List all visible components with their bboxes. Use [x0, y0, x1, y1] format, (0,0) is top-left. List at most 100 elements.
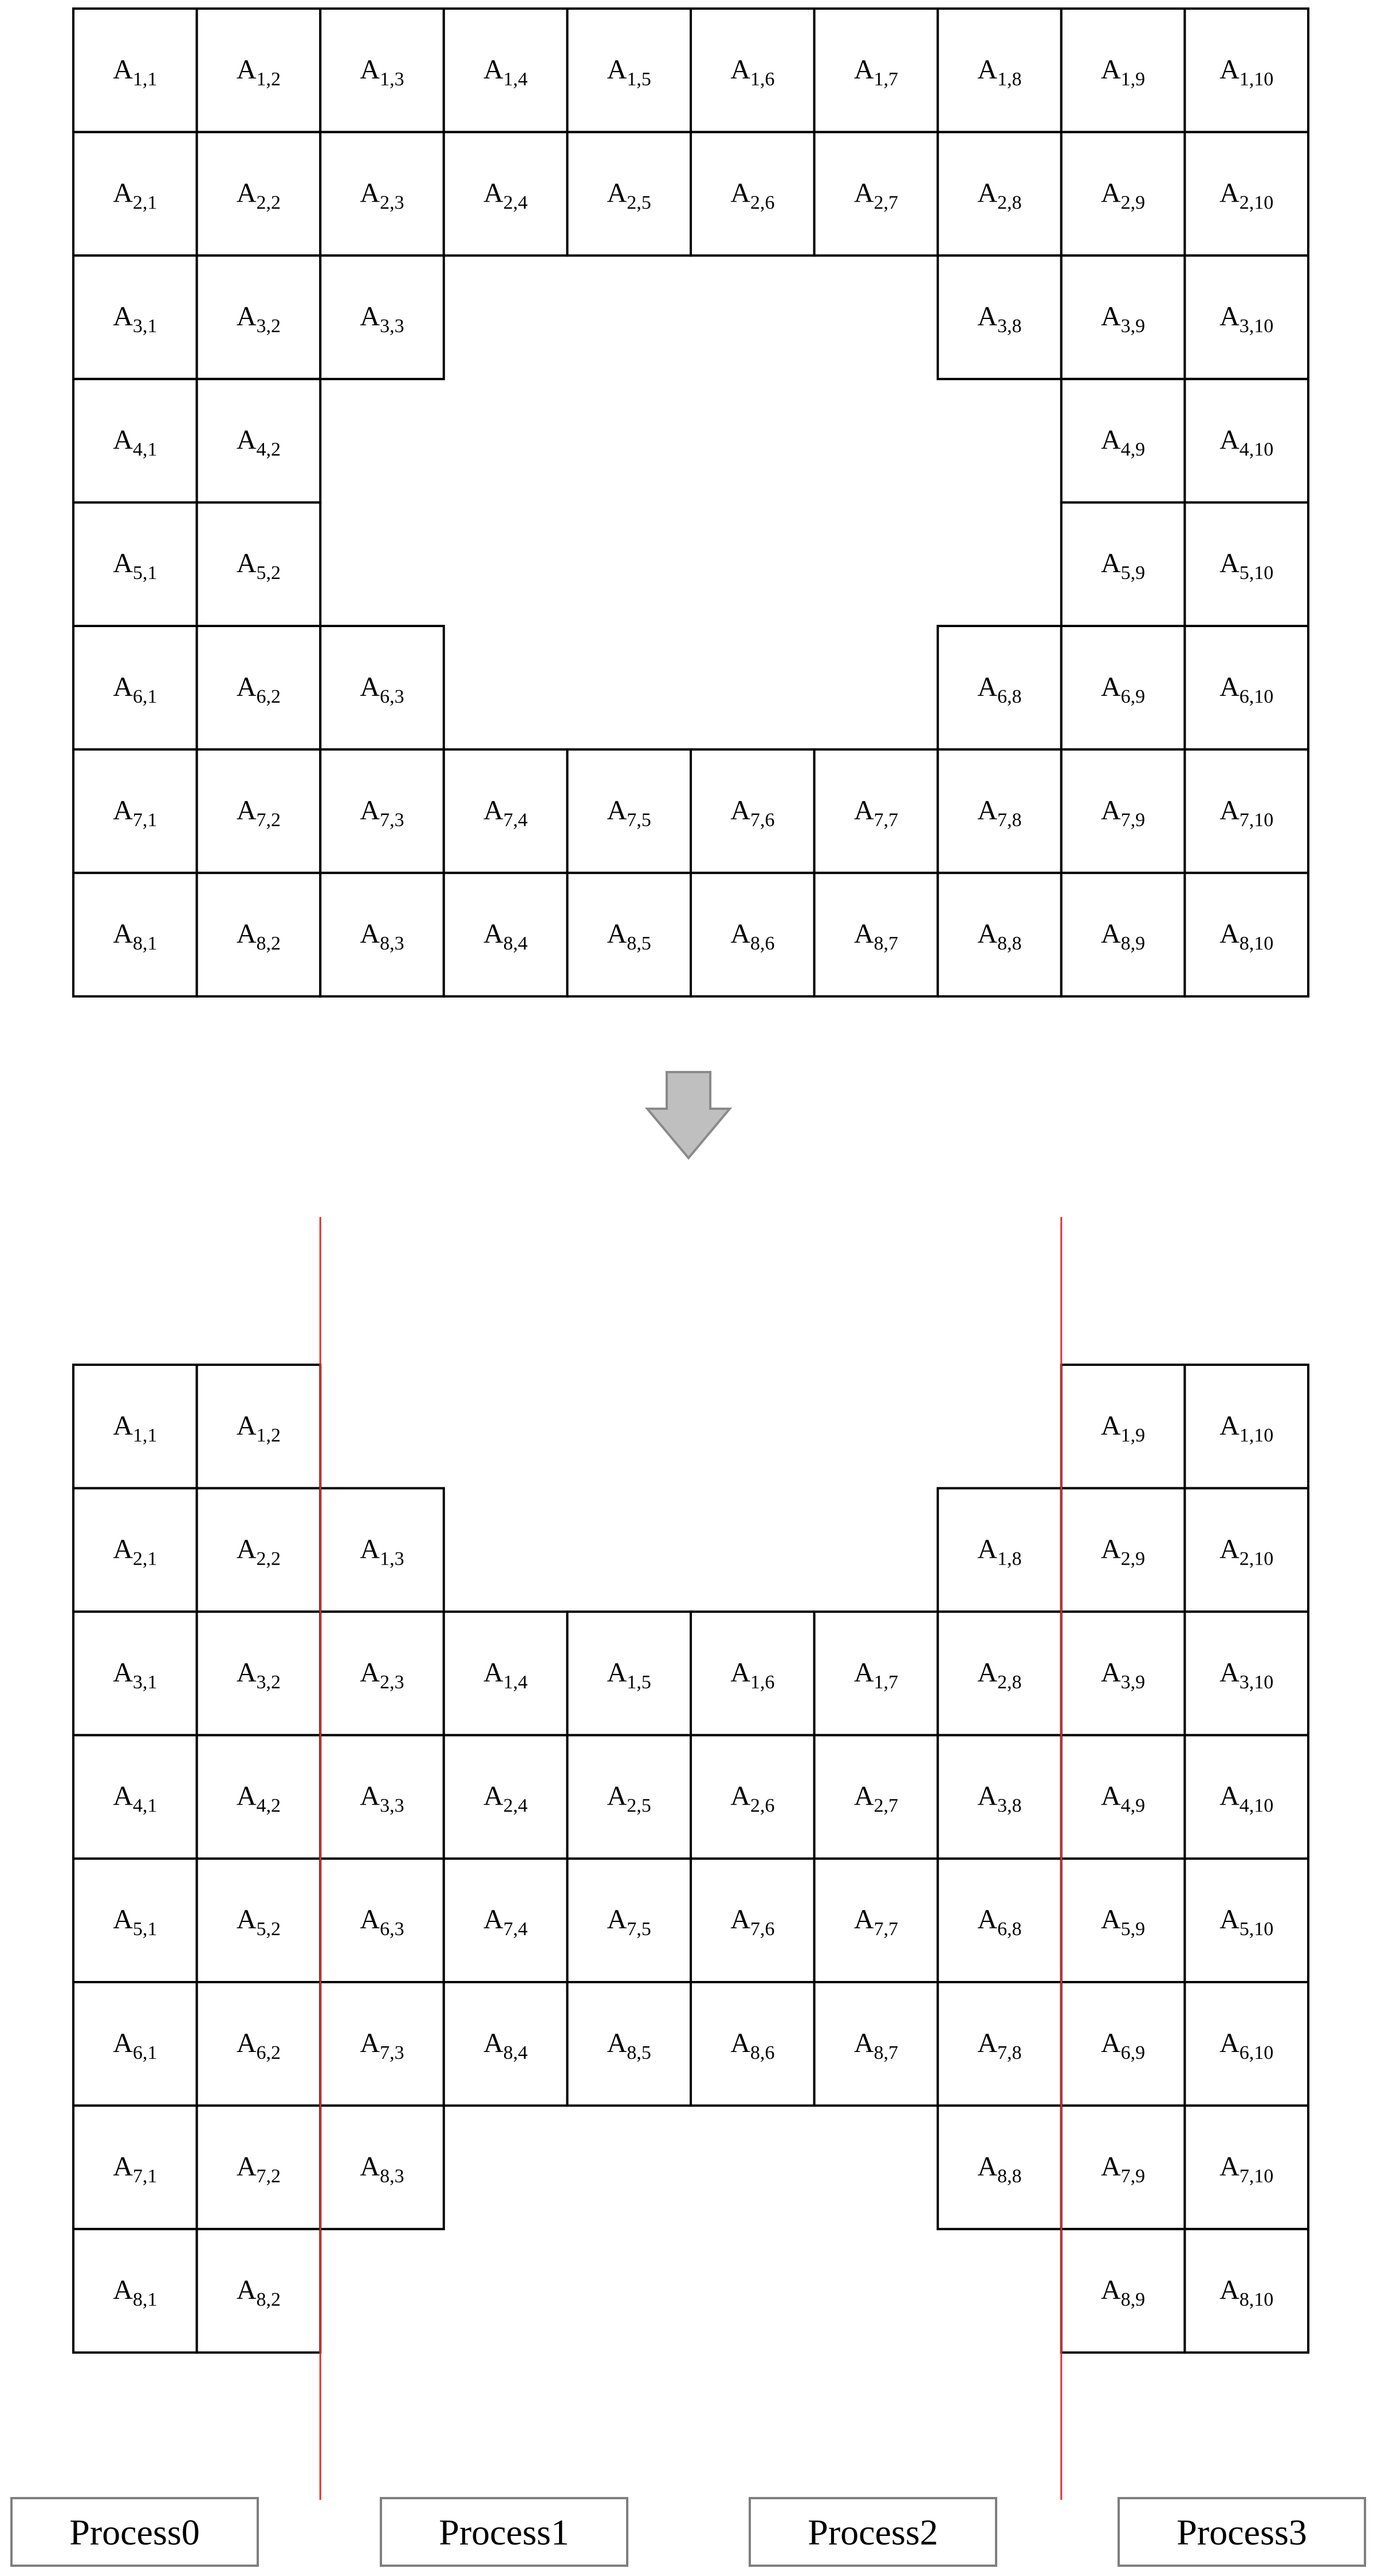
cell-prefix: A: [1219, 919, 1240, 949]
cell-prefix: A: [977, 672, 997, 702]
cell-prefix: A: [483, 1657, 503, 1688]
cell-prefix: A: [360, 301, 380, 332]
matrix-cell-label: A6,9: [1101, 2028, 1145, 2063]
cell-prefix: A: [113, 2151, 133, 2181]
matrix-cell-label: A6,1: [113, 2028, 157, 2063]
matrix-cell-label: A8,4: [483, 2028, 528, 2063]
matrix-cell: A5,2: [195, 501, 322, 628]
matrix-cell-border: [566, 872, 693, 998]
matrix-cell-border: [813, 7, 939, 133]
matrix-cell: A2,5: [566, 1734, 693, 1860]
matrix-cell: A3,10: [1183, 254, 1309, 380]
matrix-cell-label: A2,8: [977, 178, 1021, 213]
matrix-cell: A1,10: [1183, 7, 1309, 133]
matrix-cell: A3,10: [1183, 1610, 1309, 1736]
cell-prefix: A: [1219, 672, 1240, 702]
matrix-cell-label: A7,3: [360, 2028, 404, 2063]
matrix-cell-label: A6,10: [1219, 672, 1273, 707]
matrix-cell-border: [1060, 254, 1186, 380]
cell-prefix: A: [1219, 2275, 1240, 2305]
cell-prefix: A: [1219, 795, 1240, 825]
matrix-cell-label: A8,2: [237, 919, 281, 954]
matrix-cell: A5,10: [1183, 501, 1309, 628]
matrix-cell-label: A3,10: [1219, 1657, 1273, 1693]
cell-index: 4,1: [133, 439, 157, 460]
matrix-cell: A8,1: [72, 872, 198, 998]
cell-index: 1,4: [503, 69, 528, 90]
cell-prefix: A: [237, 1904, 257, 1935]
matrix-cell-label: A2,10: [1219, 1534, 1273, 1569]
cell-index: 2,5: [627, 1795, 651, 1817]
matrix-cell-border: [1183, 254, 1309, 380]
matrix-cell-label: A1,4: [483, 1657, 528, 1693]
cell-prefix: A: [607, 1904, 627, 1935]
cell-prefix: A: [360, 2028, 380, 2058]
cell-prefix: A: [854, 2028, 874, 2058]
cell-prefix: A: [1101, 1411, 1121, 1441]
matrix-cell-label: A3,3: [360, 1781, 404, 1817]
cell-prefix: A: [1101, 178, 1121, 208]
cell-index: 2,8: [997, 1672, 1022, 1693]
matrix-cell: A4,1: [72, 377, 198, 504]
matrix-cell-label: A6,10: [1219, 2028, 1273, 2063]
matrix-cell-border: [195, 501, 322, 628]
cell-index: 3,3: [380, 1795, 404, 1817]
cell-index: 6,2: [256, 686, 281, 707]
cell-prefix: A: [483, 919, 503, 949]
matrix-cell-label: A5,2: [237, 1904, 281, 1940]
matrix-cell-label: A1,8: [977, 1534, 1021, 1569]
matrix-cell-border: [1060, 872, 1186, 998]
cell-index: 7,10: [1240, 809, 1274, 830]
cell-index: 2,3: [380, 192, 404, 213]
matrix-cell-label: A8,7: [854, 2028, 898, 2063]
matrix-cell: A2,8: [937, 131, 1063, 257]
cell-index: 5,10: [1240, 562, 1274, 584]
matrix-cell: A3,9: [1060, 254, 1186, 380]
cell-index: 1,1: [133, 69, 157, 90]
cell-prefix: A: [607, 919, 627, 949]
matrix-cell: A6,2: [195, 1981, 322, 2107]
cell-prefix: A: [854, 54, 874, 85]
cell-prefix: A: [113, 301, 133, 332]
matrix-cell: A7,4: [442, 1857, 569, 1983]
cell-index: 7,8: [997, 809, 1022, 830]
cell-prefix: A: [113, 1657, 133, 1688]
cell-prefix: A: [977, 301, 997, 332]
matrix-cell-border: [195, 1364, 322, 1490]
matrix-cell-label: A1,4: [483, 54, 528, 90]
cell-prefix: A: [854, 795, 874, 825]
matrix-cell: A1,4: [442, 7, 569, 133]
cell-prefix: A: [360, 54, 380, 85]
matrix-cell-label: A4,1: [113, 1781, 157, 1817]
matrix-cell: A7,4: [442, 748, 569, 875]
cell-prefix: A: [854, 178, 874, 208]
cell-index: 2,10: [1240, 192, 1274, 213]
matrix-cell-border: [195, 377, 322, 504]
cell-index: 1,2: [256, 69, 281, 90]
matrix-cell-label: A1,7: [854, 1657, 898, 1693]
matrix-cell-border: [72, 131, 198, 257]
matrix-cell: A1,9: [1060, 7, 1186, 133]
cell-prefix: A: [113, 672, 133, 702]
matrix-cell-label: A8,2: [237, 2275, 281, 2310]
matrix-cell: A1,2: [195, 7, 322, 133]
matrix-cell: A5,2: [195, 1857, 322, 1983]
cell-index: 1,6: [750, 69, 775, 90]
cell-index: 3,9: [1121, 1672, 1146, 1693]
cell-prefix: A: [113, 919, 133, 949]
matrix-cell: A7,6: [690, 748, 816, 875]
process-label-text: Process2: [808, 2512, 938, 2553]
matrix-cell-border: [813, 1981, 939, 2107]
cell-index: 7,5: [627, 1919, 651, 1940]
cell-prefix: A: [237, 795, 257, 825]
matrix-cell-label: A1,3: [360, 54, 404, 90]
matrix-cell-label: A2,5: [607, 178, 651, 213]
cell-index: 7,7: [874, 809, 898, 830]
cell-index: 2,1: [133, 192, 157, 213]
matrix-cell-label: A1,1: [113, 1411, 157, 1446]
matrix-cell-border: [195, 748, 322, 875]
process-label-text: Process1: [439, 2512, 569, 2553]
cell-prefix: A: [360, 1781, 380, 1811]
matrix-cell: A4,10: [1183, 377, 1309, 504]
matrix-cell-label: A7,10: [1219, 795, 1273, 830]
